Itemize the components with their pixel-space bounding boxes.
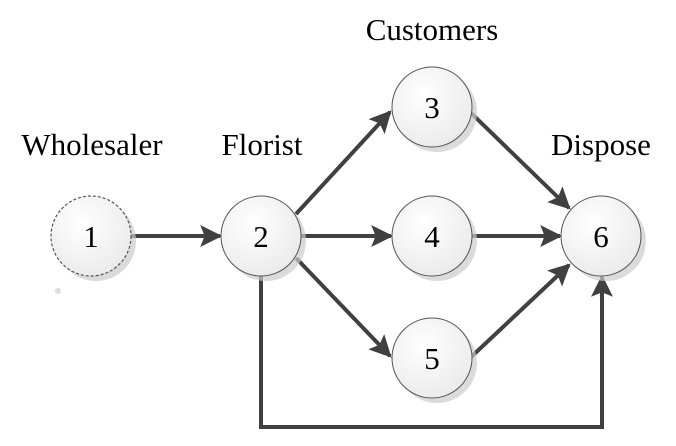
edge-2-3 [294,110,392,216]
node-1-label: 1 [83,219,99,254]
node-6-circle [560,195,642,277]
node-4-label: 4 [424,219,440,254]
node-5: 5 [391,317,477,403]
edge-2-5 [294,256,392,358]
node-1: 1 [50,195,136,281]
node-4: 4 [391,195,477,281]
edge-3-6 [468,110,571,210]
node-3-circle [391,66,473,148]
node-6-label: 6 [593,219,609,254]
stray-dot [55,288,61,294]
node-1-circle [50,195,132,277]
node-2-label: 2 [253,219,269,254]
stage-label-wholesaler: Wholesaler [21,127,163,162]
stage-label-florist: Florist [222,127,303,162]
node-3: 3 [391,66,477,152]
stage-label-dispose: Dispose [551,127,651,162]
edge-5-6 [468,263,571,360]
node-3-label: 3 [424,90,440,125]
node-2-circle [220,195,302,277]
node-5-label: 5 [424,341,440,376]
node-2: 2 [220,195,306,281]
node-4-circle [391,195,473,277]
stage-label-customers: Customers [366,12,499,47]
node-5-circle [391,317,473,399]
node-6: 6 [560,195,646,281]
edge-2-6-loop [259,274,613,429]
edges-group [131,110,613,429]
